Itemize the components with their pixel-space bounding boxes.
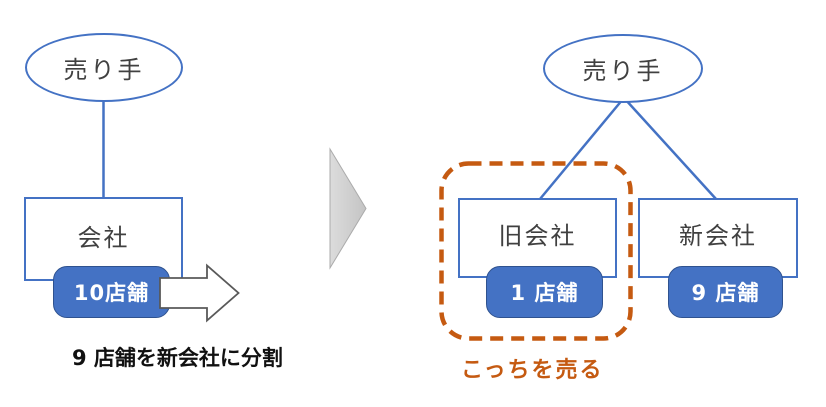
stores-badge-before-label: 10店舗 (73, 281, 150, 305)
split-caption: 9 店舗を新会社に分割 (72, 346, 283, 370)
seller-ellipse-before: 売り手 (25, 33, 183, 102)
seller-label-after: 売り手 (582, 57, 664, 85)
stores-badge-new-company: 9 店舗 (668, 266, 783, 318)
stores-badge-new-label: 9 店舗 (691, 281, 760, 305)
old-company-label: 旧会社 (498, 221, 577, 250)
connector-seller-new-company (624, 98, 717, 200)
split-right-arrow-icon (159, 263, 240, 323)
seller-ellipse-after: 売り手 (543, 34, 703, 103)
stores-badge-old-company: 1 店舗 (486, 266, 603, 318)
old-company-box: 旧会社 (458, 198, 617, 278)
sell-this-caption: こっちを売る (461, 358, 604, 383)
highlight-dashed-frame (439, 161, 633, 341)
transition-triangle-icon (329, 147, 367, 270)
company-label: 会社 (77, 223, 130, 252)
connector-seller-old-company (539, 98, 624, 200)
seller-label-before: 売り手 (63, 56, 145, 84)
stores-badge-old-label: 1 店舗 (510, 281, 579, 305)
new-company-label: 新会社 (679, 221, 757, 250)
new-company-box: 新会社 (638, 198, 798, 278)
